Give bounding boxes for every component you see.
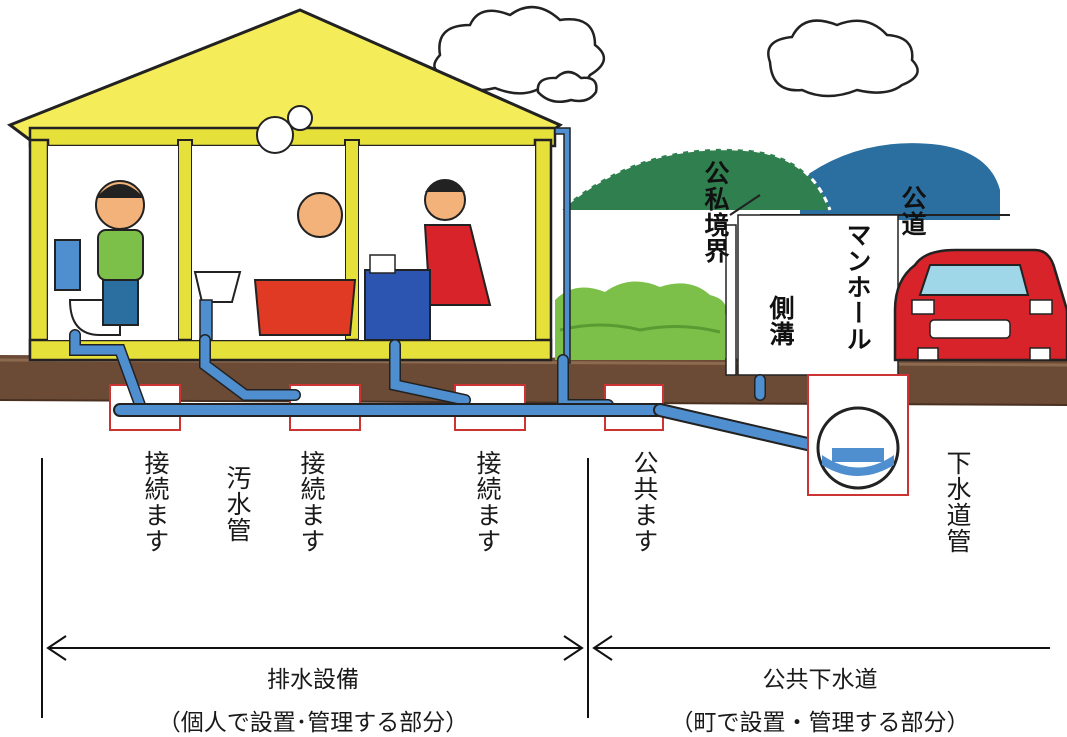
private-section-title: 排水設備 (267, 667, 359, 693)
public-section-title: 公共下水道 (762, 667, 878, 693)
cloud-right (767, 19, 919, 98)
label-side-ditch: 側溝 (766, 295, 795, 347)
label-connection-box-3: 接続ます (473, 450, 502, 554)
label-sewage-pipe: 汚水管 (223, 465, 252, 543)
manhole-shaft (807, 374, 909, 496)
sink (193, 271, 242, 341)
label-connection-box-2: 接続ます (297, 450, 326, 554)
bushes (555, 281, 726, 360)
private-section-subtitle: （個人で設置･管理する部分） (157, 710, 469, 736)
kitchen (364, 179, 492, 341)
car (893, 248, 1067, 362)
person-boy (95, 180, 145, 326)
label-sewer-main: 下水道管 (943, 450, 972, 554)
public-section-subtitle: （町で設置・管理する部分） (670, 710, 970, 736)
dimension-lines (41, 458, 1050, 718)
label-public-road: 公道 (898, 185, 927, 237)
road (737, 214, 899, 376)
cloud-small (536, 70, 598, 103)
hills (559, 143, 1000, 220)
bathtub (253, 105, 357, 336)
label-boundary: 公私境界 (701, 160, 730, 264)
label-connection-box-1: 接続ます (141, 450, 170, 554)
label-public-box: 公共ます (630, 450, 659, 554)
label-manhole: マンホール (843, 222, 872, 352)
